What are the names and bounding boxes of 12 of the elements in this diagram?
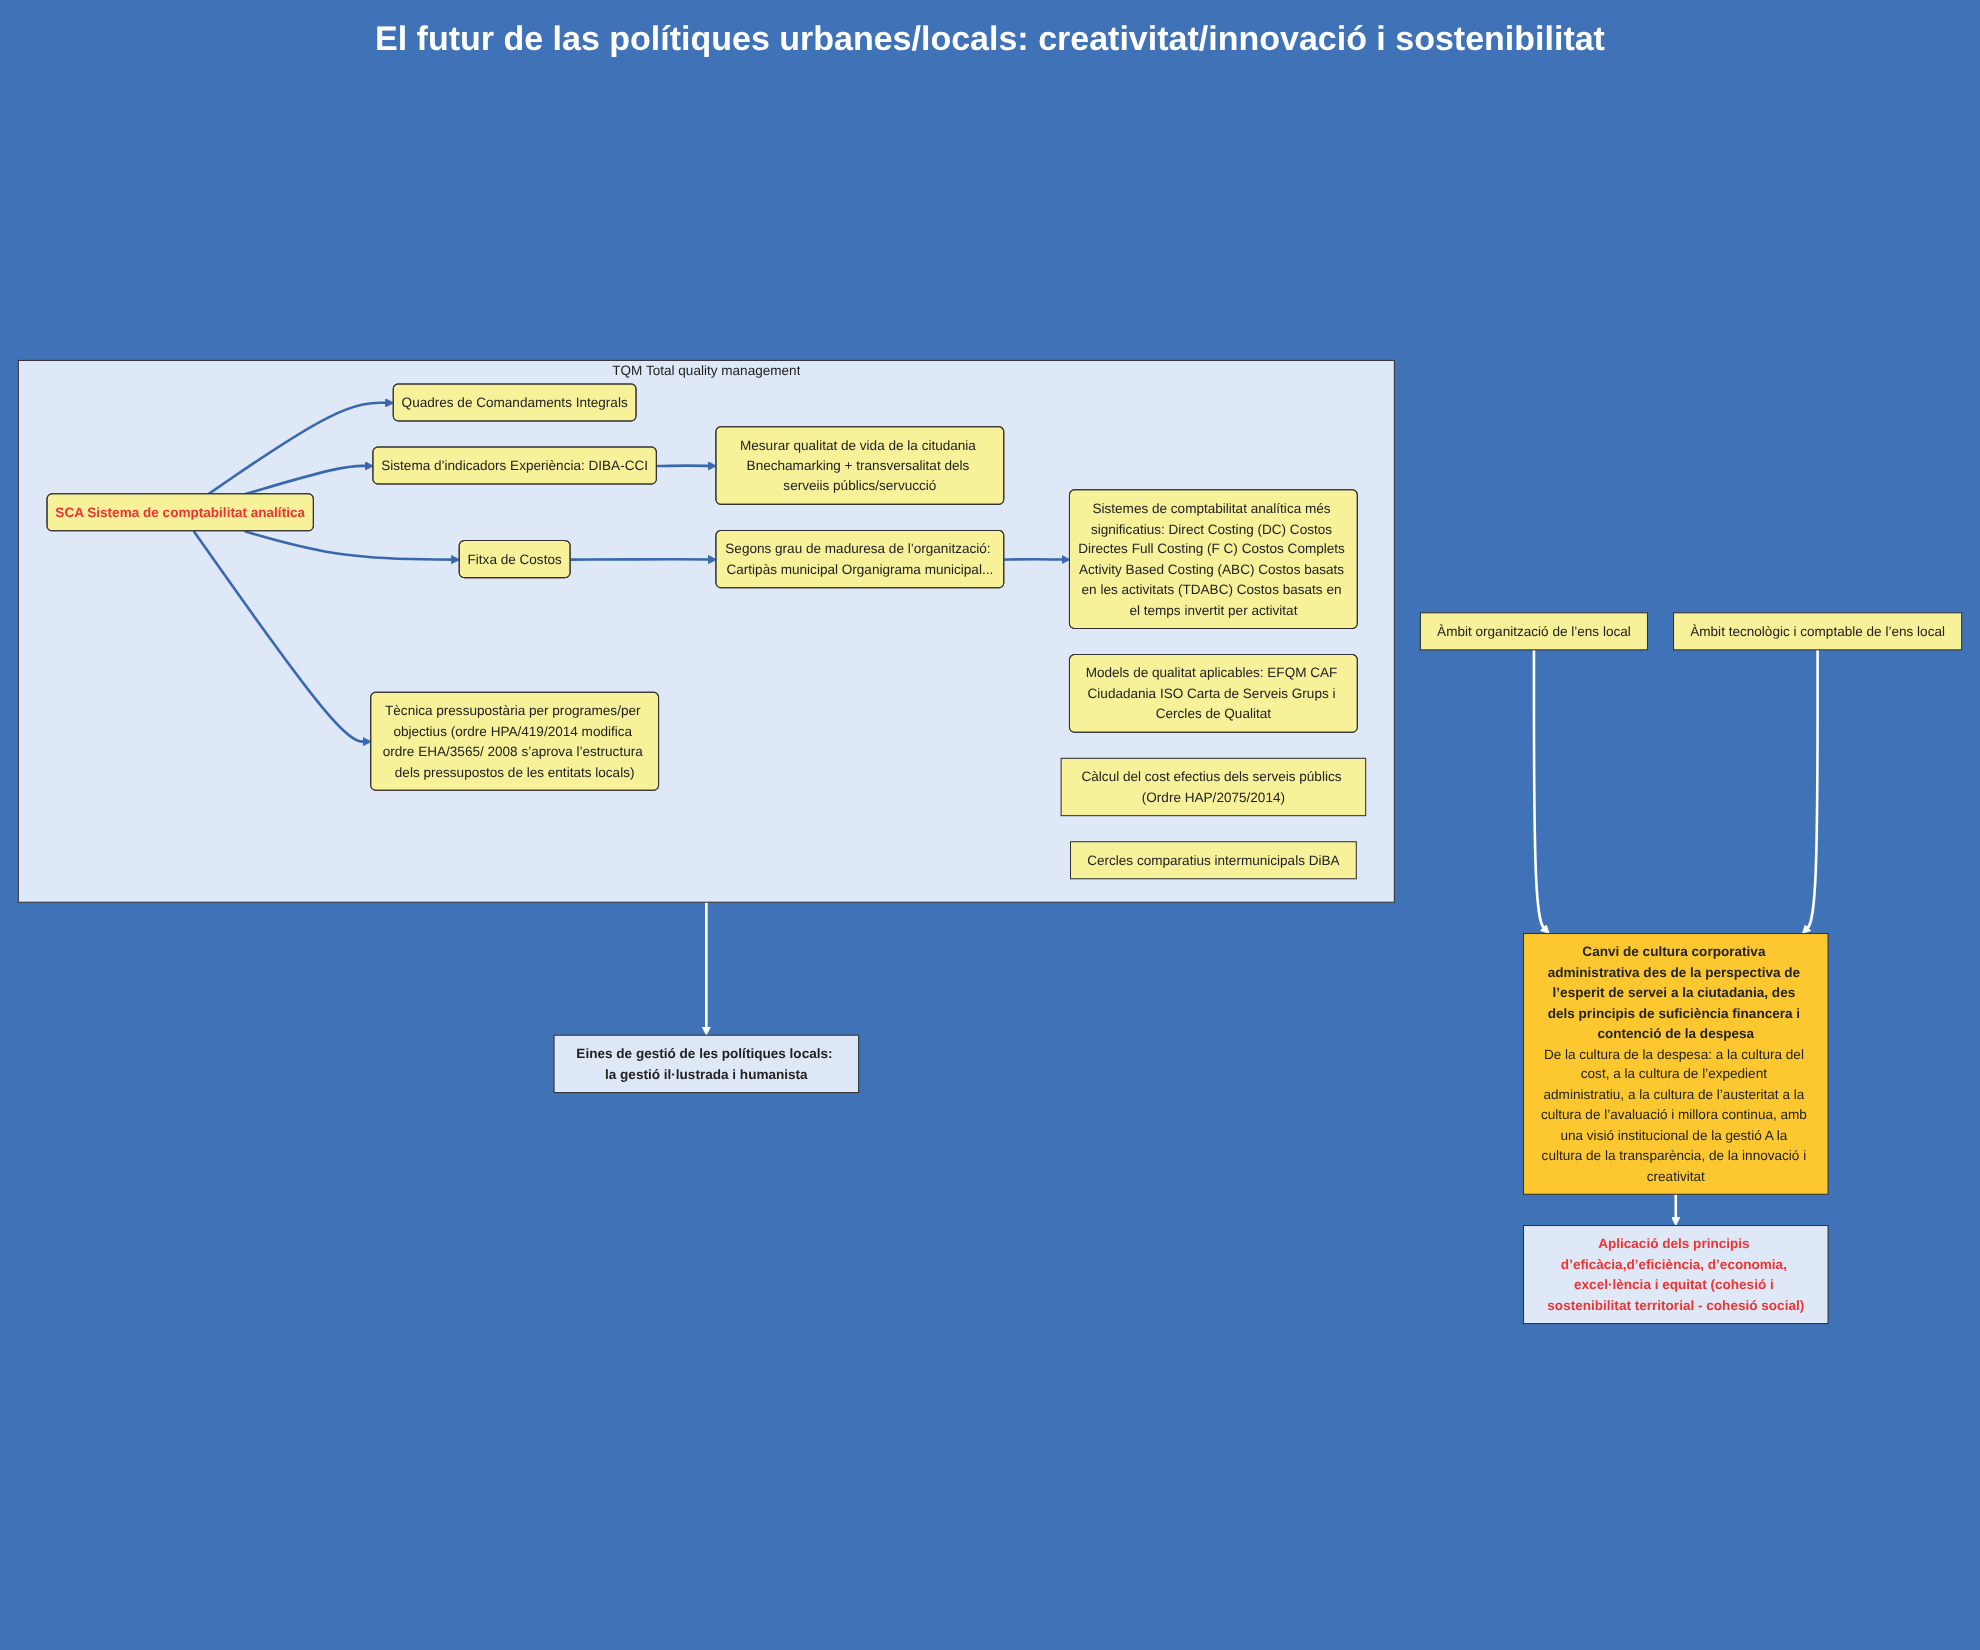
arrow <box>244 461 374 496</box>
arrow <box>1004 554 1071 565</box>
arrow <box>244 530 461 565</box>
diagram-title: El futur de las polítiques urbanes/locals: creativitat/innovació i sostenibilitat <box>375 18 1605 62</box>
arrow <box>701 902 711 1036</box>
arrow <box>192 530 372 747</box>
arrow <box>207 398 395 496</box>
arrow <box>570 554 717 565</box>
arrow <box>1532 649 1550 934</box>
arrow <box>1802 649 1819 934</box>
arrow <box>656 461 717 471</box>
arrow <box>1671 1194 1681 1226</box>
